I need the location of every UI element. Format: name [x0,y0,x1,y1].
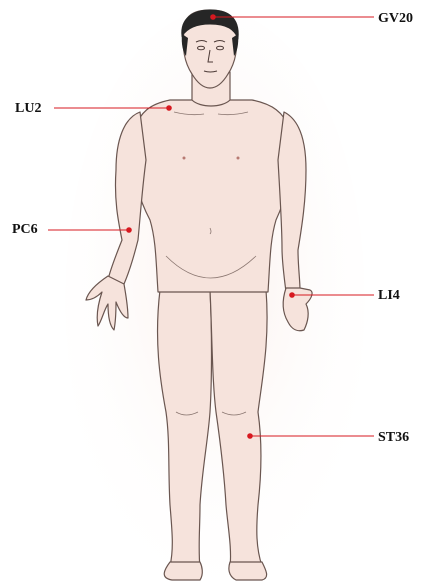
label-li4: LI4 [378,288,400,304]
acupoint-marker-li4 [289,292,295,298]
torso [133,100,292,292]
right-nipple [237,157,240,160]
acupoint-marker-st36 [247,433,253,439]
label-st36: ST36 [378,430,409,446]
label-gv20: GV20 [378,11,413,27]
label-pc6: PC6 [12,222,38,238]
acupoint-marker-lu2 [166,105,172,111]
acupoint-marker-pc6 [126,227,132,233]
right-foot [229,562,267,580]
left-nipple [183,157,186,160]
acupoint-marker-gv20 [210,14,216,20]
left-foot [164,562,202,580]
label-lu2: LU2 [15,101,41,117]
